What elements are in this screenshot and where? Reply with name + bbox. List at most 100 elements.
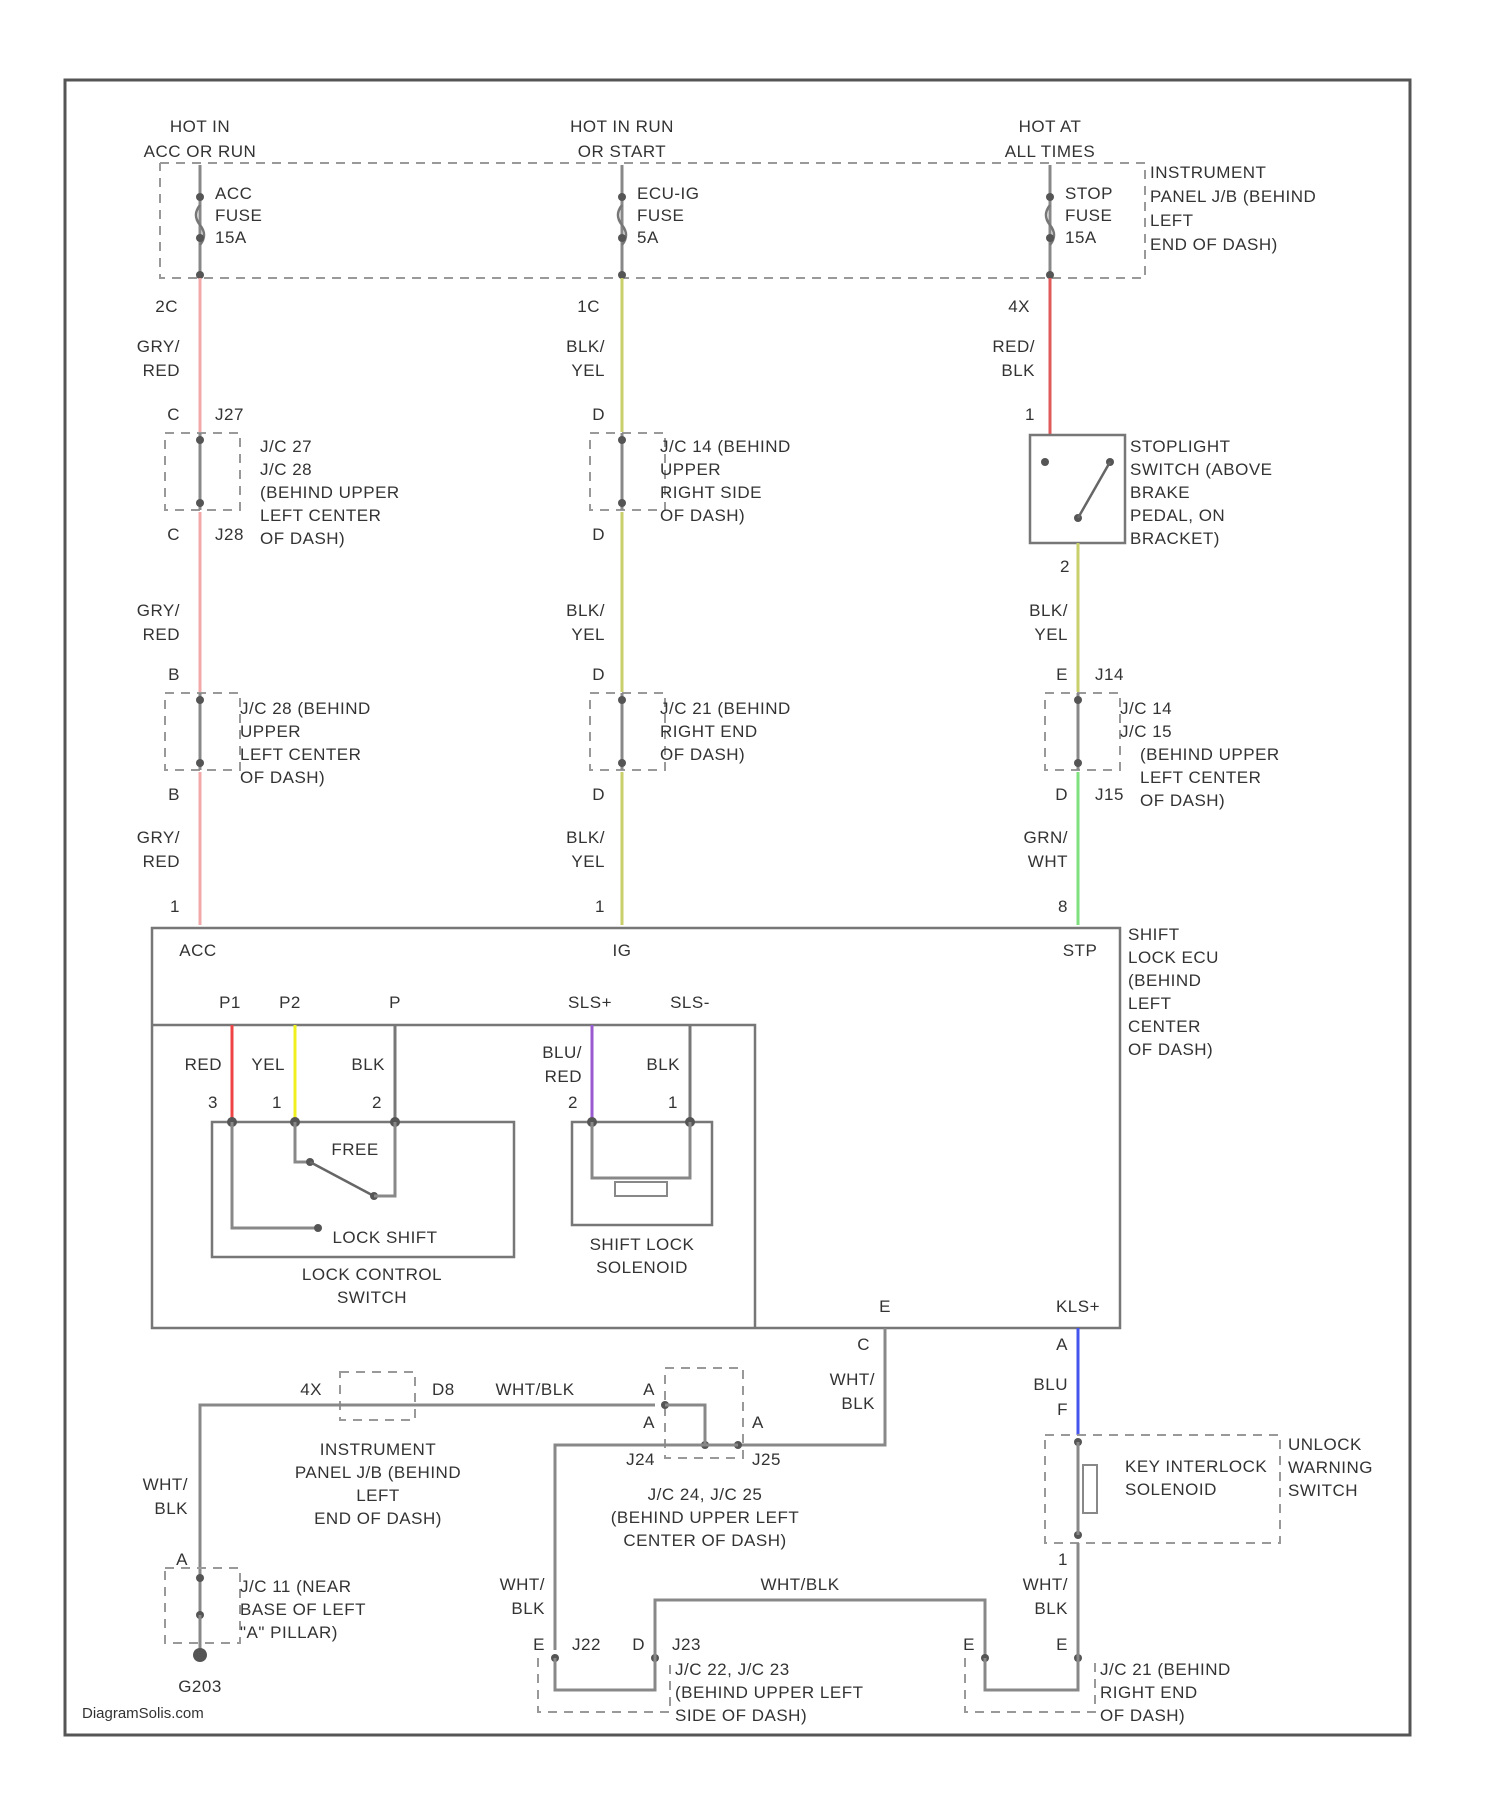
wire-acc-3-color-2: RED	[143, 852, 180, 871]
wire-gnd-bottom	[655, 1600, 985, 1658]
lock-switch-free-label: FREE	[331, 1140, 378, 1159]
acc-fuse-label-3: 15A	[215, 228, 247, 247]
ecu-term-sls-neg: SLS-	[670, 993, 710, 1012]
ecu-term-p: P	[389, 993, 401, 1012]
ecu-label-5: CENTER	[1128, 1017, 1201, 1036]
jc24-label-1: J/C 24, J/C 25	[648, 1485, 763, 1504]
pin-jc21b-b: E	[1056, 1635, 1068, 1654]
pin-kls-2: F	[1057, 1400, 1068, 1419]
pin-jc14b-in-name: J14	[1095, 665, 1124, 684]
pin-jc14b-out-name: J15	[1095, 785, 1124, 804]
wire-ig-1-color-1: BLK/	[566, 337, 605, 356]
acc-fuse	[196, 165, 204, 279]
shift-lock-solenoid-coil	[615, 1182, 667, 1196]
wire-ig-1-color-2: YEL	[571, 361, 605, 380]
ecu-term-sls-pos: SLS+	[568, 993, 612, 1012]
pin-ipjb-left: 4X	[300, 1380, 322, 1399]
jc14-label-2: UPPER	[660, 460, 721, 479]
pin-jc22-b: D	[632, 1635, 645, 1654]
stop-fuse-label-2: FUSE	[1065, 206, 1112, 225]
lock-switch-name-2: SWITCH	[337, 1288, 407, 1307]
wire-e-color-1: WHT/	[830, 1370, 875, 1389]
pin-jc27-in: C	[167, 405, 180, 424]
pin-p1: 3	[208, 1093, 218, 1112]
ecu-label-6: OF DASH)	[1128, 1040, 1213, 1059]
lock-switch-common	[374, 1122, 395, 1196]
jc27-label-4: LEFT CENTER	[260, 506, 381, 525]
wire-gnd-bottom-color: WHT/BLK	[760, 1575, 839, 1594]
wire-stp-2-color-1: BLK/	[1029, 601, 1068, 620]
jc22-box	[538, 1658, 670, 1712]
pin-jc21-in: D	[592, 665, 605, 684]
wire-p-color: BLK	[351, 1055, 385, 1074]
wire-acc-2-color-1: GRY/	[137, 601, 180, 620]
ecu-fuse-label-1: ECU-IG	[637, 184, 700, 203]
jc21-label-3: OF DASH)	[660, 745, 745, 764]
stoplight-switch-contact	[1078, 462, 1110, 518]
jc22-label-2: (BEHIND UPPER LEFT	[675, 1683, 863, 1702]
ip-jb-top-label-1: INSTRUMENT	[1150, 163, 1266, 182]
wire-gnd-left-color-1: WHT/	[143, 1475, 188, 1494]
solenoid-label-1: SHIFT LOCK	[590, 1235, 695, 1254]
stop-fuse	[1046, 165, 1054, 279]
pin-stop-sw-in: 1	[1025, 405, 1035, 424]
acc-fuse-label-2: FUSE	[215, 206, 262, 225]
jc27-label-3: (BEHIND UPPER	[260, 483, 400, 502]
stoplight-switch-box	[1030, 435, 1125, 543]
jc28-label-1: J/C 28 (BEHIND	[240, 699, 371, 718]
pin-sls-pos: 2	[568, 1093, 578, 1112]
ecu-term-acc: ACC	[179, 941, 216, 960]
wire-gnd-mid-color-2: BLK	[511, 1599, 545, 1618]
ecu-label-4: LEFT	[1128, 994, 1172, 1013]
ip-jb-top-label-2: PANEL J/B (BEHIND	[1150, 187, 1316, 206]
jc14b-label-5: OF DASH)	[1140, 791, 1225, 810]
ipjb-label-3: LEFT	[356, 1486, 400, 1505]
jc14b-label-2: J/C 15	[1120, 722, 1172, 741]
pin-kis-out: 1	[1058, 1550, 1068, 1569]
wire-gnd-top-color: WHT/BLK	[495, 1380, 574, 1399]
wire-gnd-mid-color-1: WHT/	[500, 1575, 545, 1594]
pin-stop-fuse-out: 4X	[1008, 297, 1030, 316]
jc11-label-3: "A" PILLAR)	[240, 1623, 338, 1642]
jc24-bus-top	[665, 1405, 705, 1445]
wire-gnd-right-color-1: WHT/	[1023, 1575, 1068, 1594]
ground-point	[193, 1648, 207, 1662]
hot-run-label-1: HOT IN RUN	[570, 117, 674, 136]
ecu-term-ig: IG	[613, 941, 632, 960]
wire-sls-pos-color-2: RED	[545, 1067, 582, 1086]
pin-jc14b-in: E	[1056, 665, 1068, 684]
wire-gnd-left-color-2: BLK	[154, 1499, 188, 1518]
ecu-fuse-label-2: FUSE	[637, 206, 684, 225]
wire-ig-2-color-1: BLK/	[566, 601, 605, 620]
pin-jc27-in-name: J27	[215, 405, 244, 424]
wire-ig-2-color-2: YEL	[571, 625, 605, 644]
wire-e-color-2: BLK	[841, 1394, 875, 1413]
pin-jc14-in: D	[592, 405, 605, 424]
pin-sls-neg: 1	[668, 1093, 678, 1112]
stop-fuse-label-3: 15A	[1065, 228, 1097, 247]
pin-ecu-ig: 1	[595, 897, 605, 916]
wire-stp-1-color-1: RED/	[992, 337, 1035, 356]
wire-stp-3-color-2: WHT	[1028, 852, 1068, 871]
jc11-label-2: BASE OF LEFT	[240, 1600, 366, 1619]
pin-jc14b-out: D	[1055, 785, 1068, 804]
lock-switch-name-1: LOCK CONTROL	[302, 1265, 442, 1284]
ecu-term-e: E	[879, 1297, 891, 1316]
ip-jb-bottom-box	[340, 1372, 415, 1420]
ip-jb-top-label-4: END OF DASH)	[1150, 235, 1278, 254]
ecu-term-p2: P2	[279, 993, 301, 1012]
wire-acc-1-color-1: GRY/	[137, 337, 180, 356]
pin-jc14-out: D	[592, 525, 605, 544]
ipjb-label-1: INSTRUMENT	[320, 1440, 436, 1459]
ip-jb-top-label-3: LEFT	[1150, 211, 1194, 230]
hot-acc-label-2: ACC OR RUN	[144, 142, 257, 161]
wire-sls-pos-color-1: BLU/	[542, 1043, 582, 1062]
jc27-label-5: OF DASH)	[260, 529, 345, 548]
pin-jc24-a1: A	[643, 1380, 655, 1399]
wire-p1-color: RED	[185, 1055, 222, 1074]
pin-jc27-out: C	[167, 525, 180, 544]
pin-jc21-out: D	[592, 785, 605, 804]
pin-e: C	[857, 1335, 870, 1354]
pin-jc22-a-name: J22	[572, 1635, 601, 1654]
